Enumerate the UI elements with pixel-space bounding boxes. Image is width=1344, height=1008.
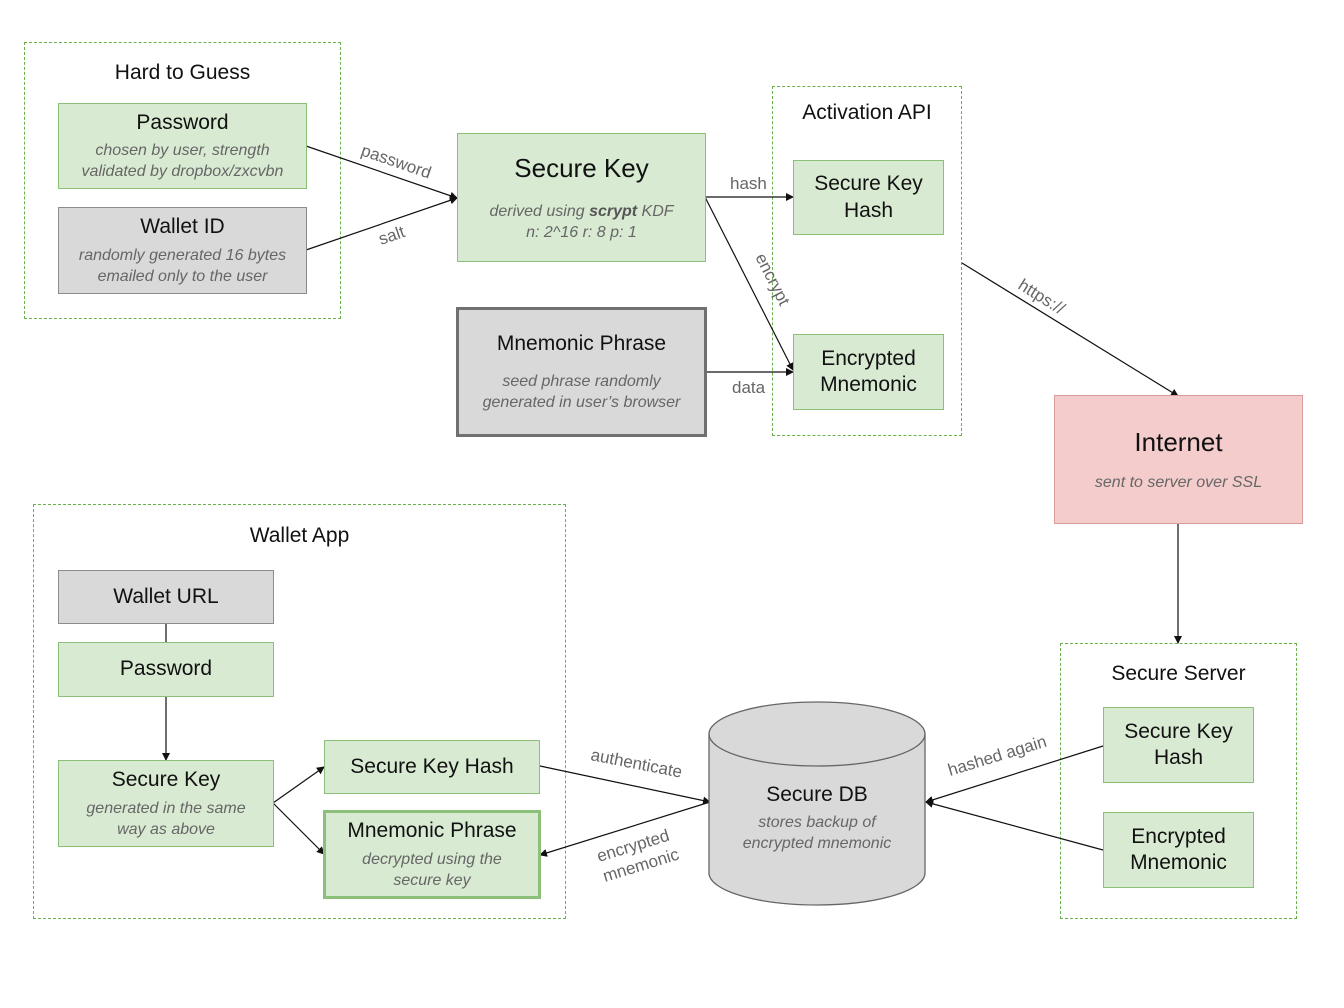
node-secure-key: Secure Key derived using scrypt KDF n: 2… — [457, 133, 706, 262]
node-wallet-id-sub: randomly generated 16 bytes emailed only… — [78, 246, 287, 285]
secure-db-cylinder — [708, 701, 926, 906]
group-activation-api: Activation API — [772, 86, 962, 436]
edge-api-to-internet — [961, 262, 1179, 397]
node-secure-db-title: Secure DB — [766, 783, 868, 806]
node-secure-key-app: Secure Key generated in the same way as … — [58, 760, 274, 847]
node-password: Password chosen by user, strength valida… — [58, 103, 307, 189]
node-secure-key-sub-post: KDF — [637, 202, 674, 220]
edge-label-data: data — [732, 378, 766, 397]
edge-password-to-secure-key — [305, 145, 458, 200]
edge-server-mnemonic-to-db — [925, 799, 1104, 851]
edge-label-password: password — [359, 141, 434, 183]
node-encrypted-mnemonic-server: Encrypted Mnemonic — [1103, 812, 1254, 888]
node-secure-key-hash-api-title: Secure Key Hash — [814, 172, 923, 222]
group-title-wallet-app: Wallet App — [249, 524, 350, 547]
node-password-app: Password — [58, 642, 274, 697]
group-hard-to-guess: Hard to Guess — [24, 42, 341, 319]
edge-secure-key-to-encrypted — [704, 196, 794, 371]
node-wallet-url-title: Wallet URL — [113, 584, 219, 608]
node-internet: Internet sent to server over SSL — [1054, 395, 1303, 524]
node-password-sub: chosen by user, strength validated by dr… — [81, 142, 284, 181]
node-secure-key-sub-pre: derived using — [489, 202, 590, 220]
group-title-activation-api: Activation API — [802, 101, 932, 124]
node-wallet-id: Wallet ID randomly generated 16 bytes em… — [58, 207, 307, 294]
node-secure-key-sub: derived using scrypt KDF n: 2^16 r: 8 p:… — [489, 201, 673, 243]
node-secure-db: Secure DB stores backup of encrypted mne… — [708, 782, 926, 854]
node-secure-key-sub-params: n: 2^16 r: 8 p: 1 — [526, 223, 637, 241]
node-secure-key-app-title: Secure Key — [111, 768, 221, 792]
edge-walletid-to-secure-key — [305, 196, 458, 251]
node-password-app-title: Password — [119, 657, 213, 681]
edge-secure-key-app-to-hash — [272, 766, 325, 804]
node-internet-sub: sent to server over SSL — [1094, 474, 1263, 492]
node-wallet-url: Wallet URL — [58, 570, 274, 624]
node-encrypted-mnemonic-server-title: Encrypted Mnemonic — [1130, 824, 1227, 874]
edge-secure-key-app-to-mnemonic — [272, 802, 325, 855]
node-mnemonic-phrase-sub: seed phrase randomly generated in user’s… — [482, 373, 681, 412]
node-secure-key-title: Secure Key — [514, 153, 649, 184]
node-secure-key-hash-api: Secure Key Hash — [793, 160, 944, 235]
group-title-hard-to-guess: Hard to Guess — [114, 61, 251, 84]
group-wallet-app: Wallet App — [33, 504, 566, 919]
node-mnemonic-phrase-app-sub: decrypted using the secure key — [362, 850, 502, 889]
edge-app-hash-to-db — [539, 765, 711, 805]
node-secure-db-sub: stores backup of encrypted mnemonic — [742, 814, 892, 853]
edge-db-to-app-mnemonic — [539, 801, 711, 857]
node-mnemonic-phrase-title: Mnemonic Phrase — [496, 331, 667, 355]
edge-label-salt: salt — [376, 222, 407, 249]
node-secure-key-hash-server: Secure Key Hash — [1103, 707, 1254, 783]
node-encrypted-mnemonic-api: Encrypted Mnemonic — [793, 334, 944, 410]
edge-server-hash-to-db — [925, 745, 1104, 804]
node-mnemonic-phrase: Mnemonic Phrase seed phrase randomly gen… — [456, 307, 707, 437]
node-encrypted-mnemonic-api-title: Encrypted Mnemonic — [820, 346, 917, 396]
edge-label-hashed-again: hashed again — [946, 732, 1049, 780]
node-secure-key-app-sub: generated in the same way as above — [86, 799, 246, 838]
node-secure-key-hash-server-title: Secure Key Hash — [1124, 719, 1233, 769]
node-secure-key-hash-app-title: Secure Key Hash — [350, 754, 514, 778]
edge-label-hash: hash — [730, 174, 767, 193]
node-internet-title: Internet — [1134, 426, 1223, 457]
node-secure-key-sub-bold: scrypt — [589, 202, 638, 220]
node-mnemonic-phrase-app: Mnemonic Phrase decrypted using the secu… — [323, 810, 541, 899]
node-mnemonic-phrase-app-title: Mnemonic Phrase — [347, 819, 517, 843]
node-password-title: Password — [136, 110, 229, 134]
edge-label-authenticate: authenticate — [589, 745, 684, 781]
group-title-secure-server: Secure Server — [1111, 662, 1246, 685]
node-wallet-id-title: Wallet ID — [140, 215, 225, 239]
node-secure-key-hash-app: Secure Key Hash — [324, 740, 540, 794]
